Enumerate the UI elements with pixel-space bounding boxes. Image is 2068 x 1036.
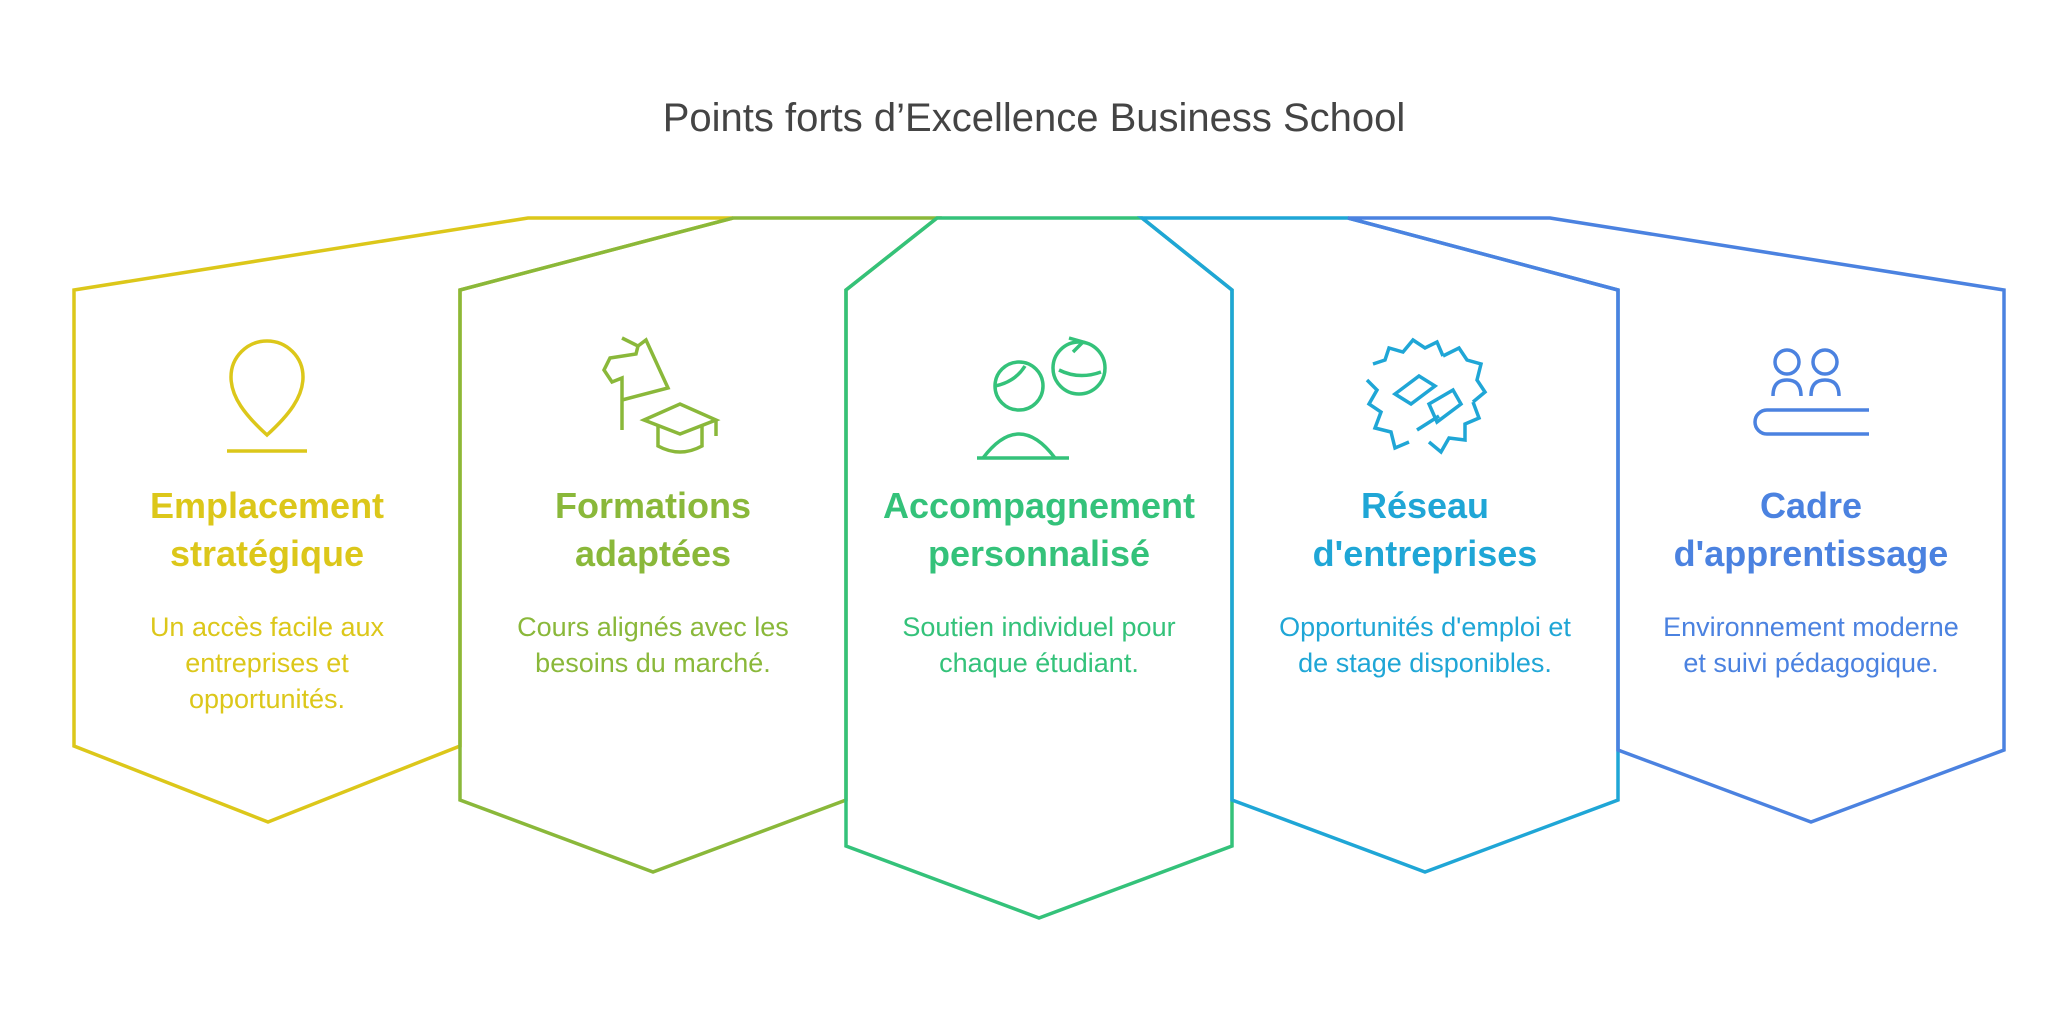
heading-cadre: Cadre d'apprentissage (1631, 482, 1991, 578)
heading-cadre-line2: d'apprentissage (1673, 533, 1949, 574)
heading-formations-line1: Formations (554, 485, 751, 526)
heading-accompagnement-line2: personnalisé (927, 533, 1151, 574)
heading-formations: Formations adaptées (473, 482, 833, 578)
heading-cadre-line1: Cadre (1759, 485, 1863, 526)
page-title: Points forts d’Excellence Business Schoo… (662, 96, 1406, 140)
description-formations: Cours alignés avec les besoins du marché… (517, 612, 789, 678)
heading-accompagnement-line1: Accompagnement (882, 485, 1196, 526)
card-cadre-shape (1347, 216, 2006, 824)
classroom-desk-icon (1753, 348, 1869, 436)
description-emplacement: Un accès facile aux entreprises et oppor… (149, 612, 385, 714)
description-reseau: Opportunités d'emploi et de stage dispon… (1279, 612, 1571, 678)
heading-emplacement-line2: stratégique (169, 533, 365, 574)
teacher-graduation-cap-icon (601, 336, 721, 454)
description-accompagnement: Soutien individuel pour chaque étudiant. (902, 612, 1176, 678)
heading-reseau: Réseau d'entreprises (1245, 482, 1605, 578)
heading-reseau-line2: d'entreprises (1312, 533, 1538, 574)
heading-emplacement-line1: Emplacement (149, 485, 385, 526)
mentor-person-refresh-icon (977, 336, 1107, 460)
heading-reseau-line1: Réseau (1360, 485, 1490, 526)
map-pin-icon (227, 339, 307, 453)
description-cadre: Environnement moderne et suivi pédagogiq… (1663, 612, 1959, 678)
heading-formations-line2: adaptées (574, 533, 732, 574)
heading-accompagnement: Accompagnement personnalisé (859, 482, 1219, 578)
card-cadre (1347, 216, 2006, 824)
handshake-network-icon (1365, 337, 1488, 455)
heading-emplacement: Emplacement stratégique (87, 482, 447, 578)
